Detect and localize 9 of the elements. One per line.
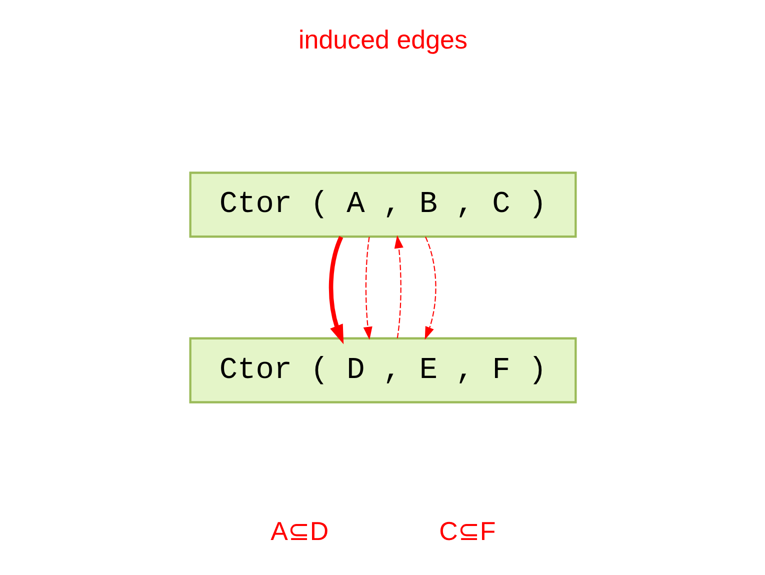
label: induced edges bbox=[298, 24, 467, 54]
node-box: Ctor ( A , B , C ) bbox=[188, 172, 576, 238]
arrow bbox=[362, 236, 372, 340]
arrow bbox=[394, 235, 403, 338]
arrow bbox=[424, 236, 436, 340]
node-box: Ctor ( D , E , F ) bbox=[188, 337, 576, 404]
arrow bbox=[328, 236, 344, 344]
label: C⊆F bbox=[438, 516, 496, 546]
label: A⊆D bbox=[270, 516, 328, 546]
